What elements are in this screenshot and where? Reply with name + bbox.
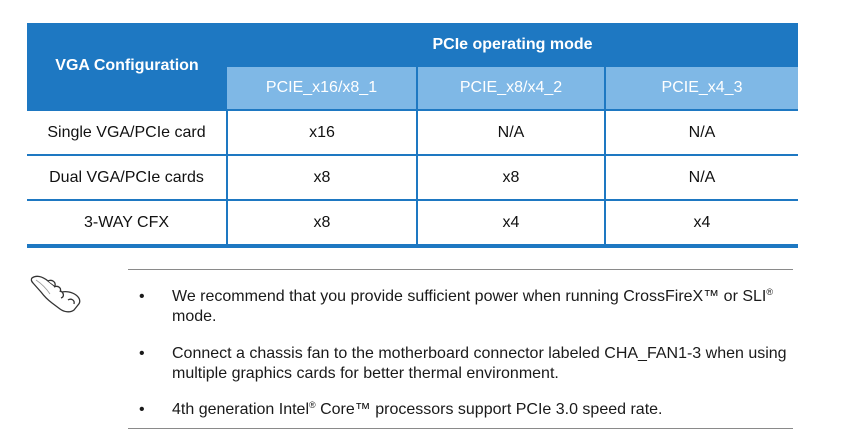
column-header-pcie-x16-x8-1: PCIE_x16/x8_1 — [227, 67, 417, 110]
registered-mark: ® — [766, 287, 773, 297]
row-label: Single VGA/PCIe card — [27, 109, 227, 155]
note-text: 4th generation Intel — [172, 401, 309, 418]
table-row: 3-WAY CFX x8 x4 x4 — [27, 199, 798, 244]
note-text: mode. — [172, 308, 217, 325]
table-cell: x4 — [416, 199, 605, 244]
table-row: Single VGA/PCIe card x16 N/A N/A — [27, 109, 798, 155]
bullet: • — [139, 288, 145, 305]
table-cell: x16 — [226, 109, 417, 155]
pcie-mode-table: VGA Configuration PCIe operating mode PC… — [27, 23, 798, 248]
table-cell: N/A — [604, 109, 798, 155]
note-text: We recommend that you provide sufficient… — [172, 288, 767, 305]
vga-configuration-header: VGA Configuration — [27, 23, 227, 110]
notes-top-divider — [128, 269, 793, 270]
registered-mark: ® — [309, 400, 316, 410]
note-item: • Connect a chassis fan to the motherboa… — [139, 344, 789, 384]
table-cell: N/A — [604, 154, 798, 200]
note-item: • 4th generation Intel® Core™ processors… — [139, 400, 789, 420]
note-text: Connect a chassis fan to the motherboard… — [172, 345, 787, 382]
pointing-hand-icon — [30, 275, 81, 313]
table-cell: x8 — [226, 199, 417, 244]
bullet: • — [139, 401, 145, 418]
table-cell: x8 — [416, 154, 605, 200]
column-header-pcie-x4-3: PCIE_x4_3 — [605, 67, 798, 110]
table-cell: x4 — [604, 199, 798, 244]
note-text: Core™ processors support PCIe 3.0 speed … — [315, 401, 663, 418]
row-label: Dual VGA/PCIe cards — [27, 154, 227, 200]
row-label: 3-WAY CFX — [27, 199, 227, 244]
pcie-operating-mode-header: PCIe operating mode — [227, 23, 798, 67]
table-cell: N/A — [416, 109, 605, 155]
note-item: • We recommend that you provide sufficie… — [139, 287, 789, 327]
vga-config-table: VGA Configuration PCIe operating mode PC… — [27, 23, 798, 248]
table-row: Dual VGA/PCIe cards x8 x8 N/A — [27, 154, 798, 200]
bullet: • — [139, 345, 145, 362]
column-header-pcie-x8-x4-2: PCIE_x8/x4_2 — [416, 67, 606, 110]
notes-bottom-divider — [128, 428, 793, 429]
table-cell: x8 — [226, 154, 417, 200]
